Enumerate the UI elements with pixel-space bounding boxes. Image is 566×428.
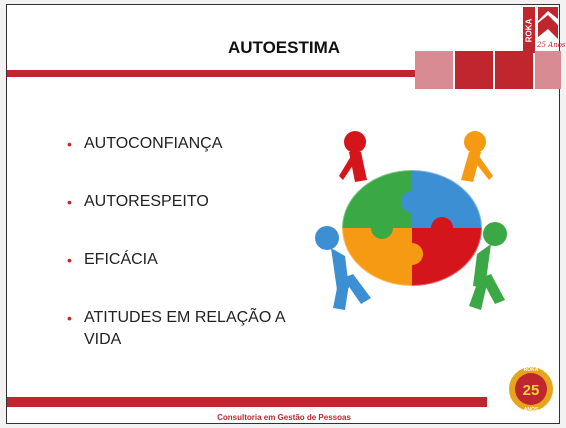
badge-top-text: ROKA [524, 367, 539, 373]
header-rule [7, 70, 427, 77]
bullet-item: • AUTOCONFIANÇA [67, 133, 307, 155]
badge-number: 25 [523, 382, 540, 399]
bullet-text: AUTORESPEITO [84, 193, 209, 210]
header-block [535, 51, 561, 89]
bullet-text: AUTOCONFIANÇA [84, 135, 223, 152]
bullet-marker: • [67, 194, 72, 210]
header-block [455, 51, 493, 89]
header-block [495, 51, 533, 89]
footer-text: Consultoria em Gestão de Pessoas [217, 413, 351, 422]
header-block [415, 51, 453, 89]
bullet-marker: • [67, 310, 72, 326]
bullet-list: • AUTOCONFIANÇA • AUTORESPEITO • EFICÁCI… [67, 133, 307, 351]
bullet-item: • ATITUDES EM RELAÇÃO A VIDA [67, 307, 307, 351]
footer-rule [7, 397, 487, 407]
bullet-marker: • [67, 136, 72, 152]
slide-title: AUTOESTIMA [227, 38, 341, 57]
logo-figure-icon [538, 7, 558, 39]
bullet-text: EFICÁCIA [84, 251, 158, 268]
anniversary-badge-icon: 25 ROKA ANOS [491, 359, 559, 413]
bullet-marker: • [67, 252, 72, 268]
bullet-item: • EFICÁCIA [67, 249, 307, 271]
badge-bottom-text: ANOS [524, 407, 539, 413]
slide: ROKA 25 Anos AUTOESTIMA • AUTOCONFIANÇA … [6, 4, 566, 424]
bullet-item: • AUTORESPEITO [67, 191, 307, 213]
logo-script-text: 25 Anos [537, 41, 566, 49]
roka-logo: ROKA 25 Anos [523, 7, 566, 53]
teamwork-puzzle-icon [315, 131, 507, 310]
bullet-text: ATITUDES EM RELAÇÃO A VIDA [84, 309, 285, 348]
